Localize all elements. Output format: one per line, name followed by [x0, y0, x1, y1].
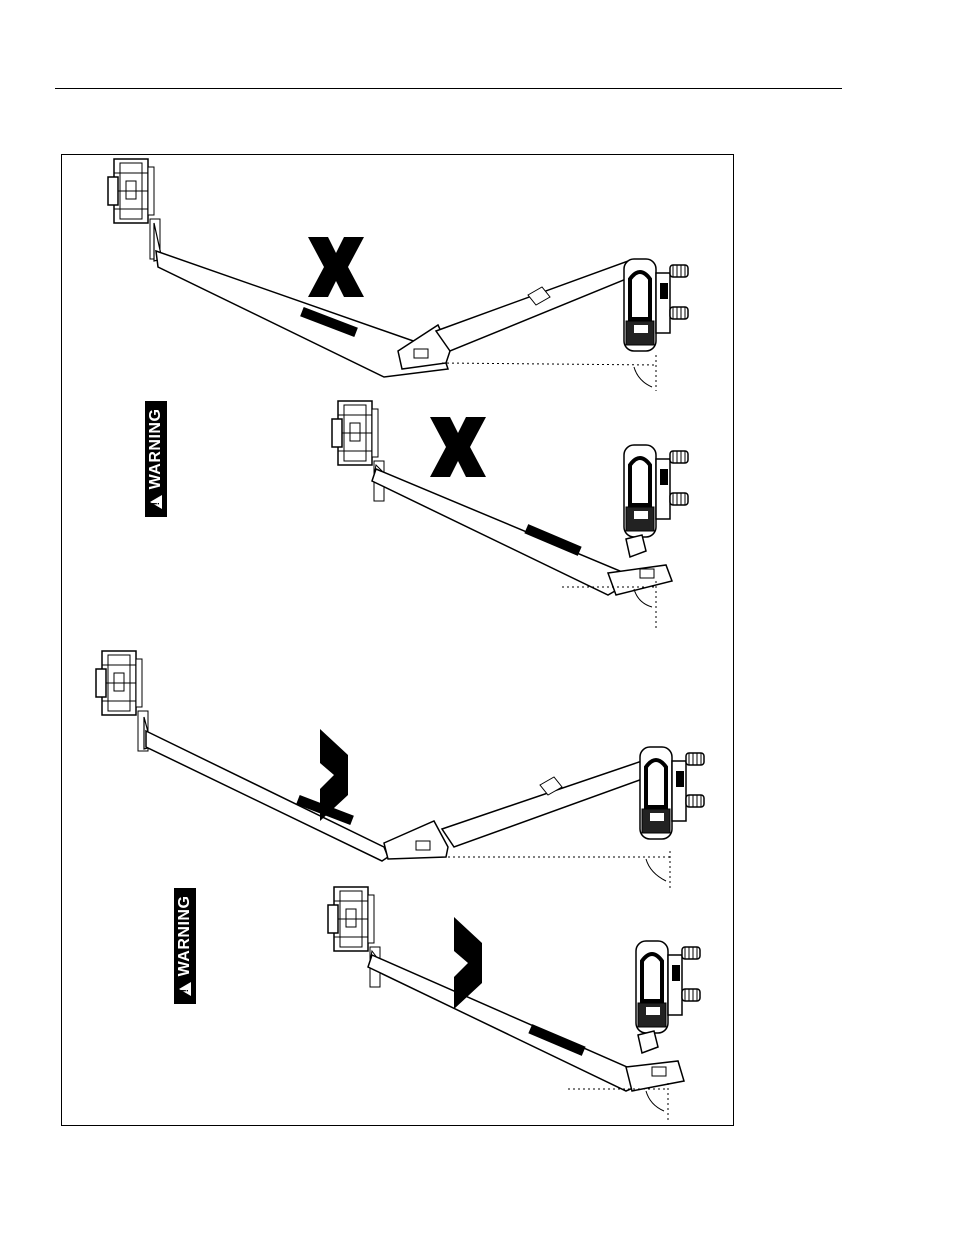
- warning-text: WARNING: [176, 896, 194, 977]
- check-mark-icon: [454, 917, 482, 1009]
- boom-position-figure: ! WARNING ! WARNING: [61, 154, 734, 1126]
- header-rule: [55, 88, 842, 89]
- illustration-4: [328, 887, 700, 1123]
- warning-text: WARNING: [147, 409, 165, 490]
- warning-triangle-icon: !: [150, 495, 162, 509]
- illustration-2: [332, 401, 688, 631]
- warning-label-1: ! WARNING: [145, 401, 167, 517]
- x-mark-icon: [308, 237, 364, 297]
- illustration-3: [96, 651, 704, 889]
- x-mark-icon: [430, 417, 486, 477]
- illustration-1: [108, 159, 688, 391]
- figure-drawing: [62, 155, 735, 1127]
- warning-triangle-icon: !: [179, 982, 191, 996]
- warning-label-2: ! WARNING: [174, 888, 196, 1004]
- check-mark-icon: [320, 729, 348, 821]
